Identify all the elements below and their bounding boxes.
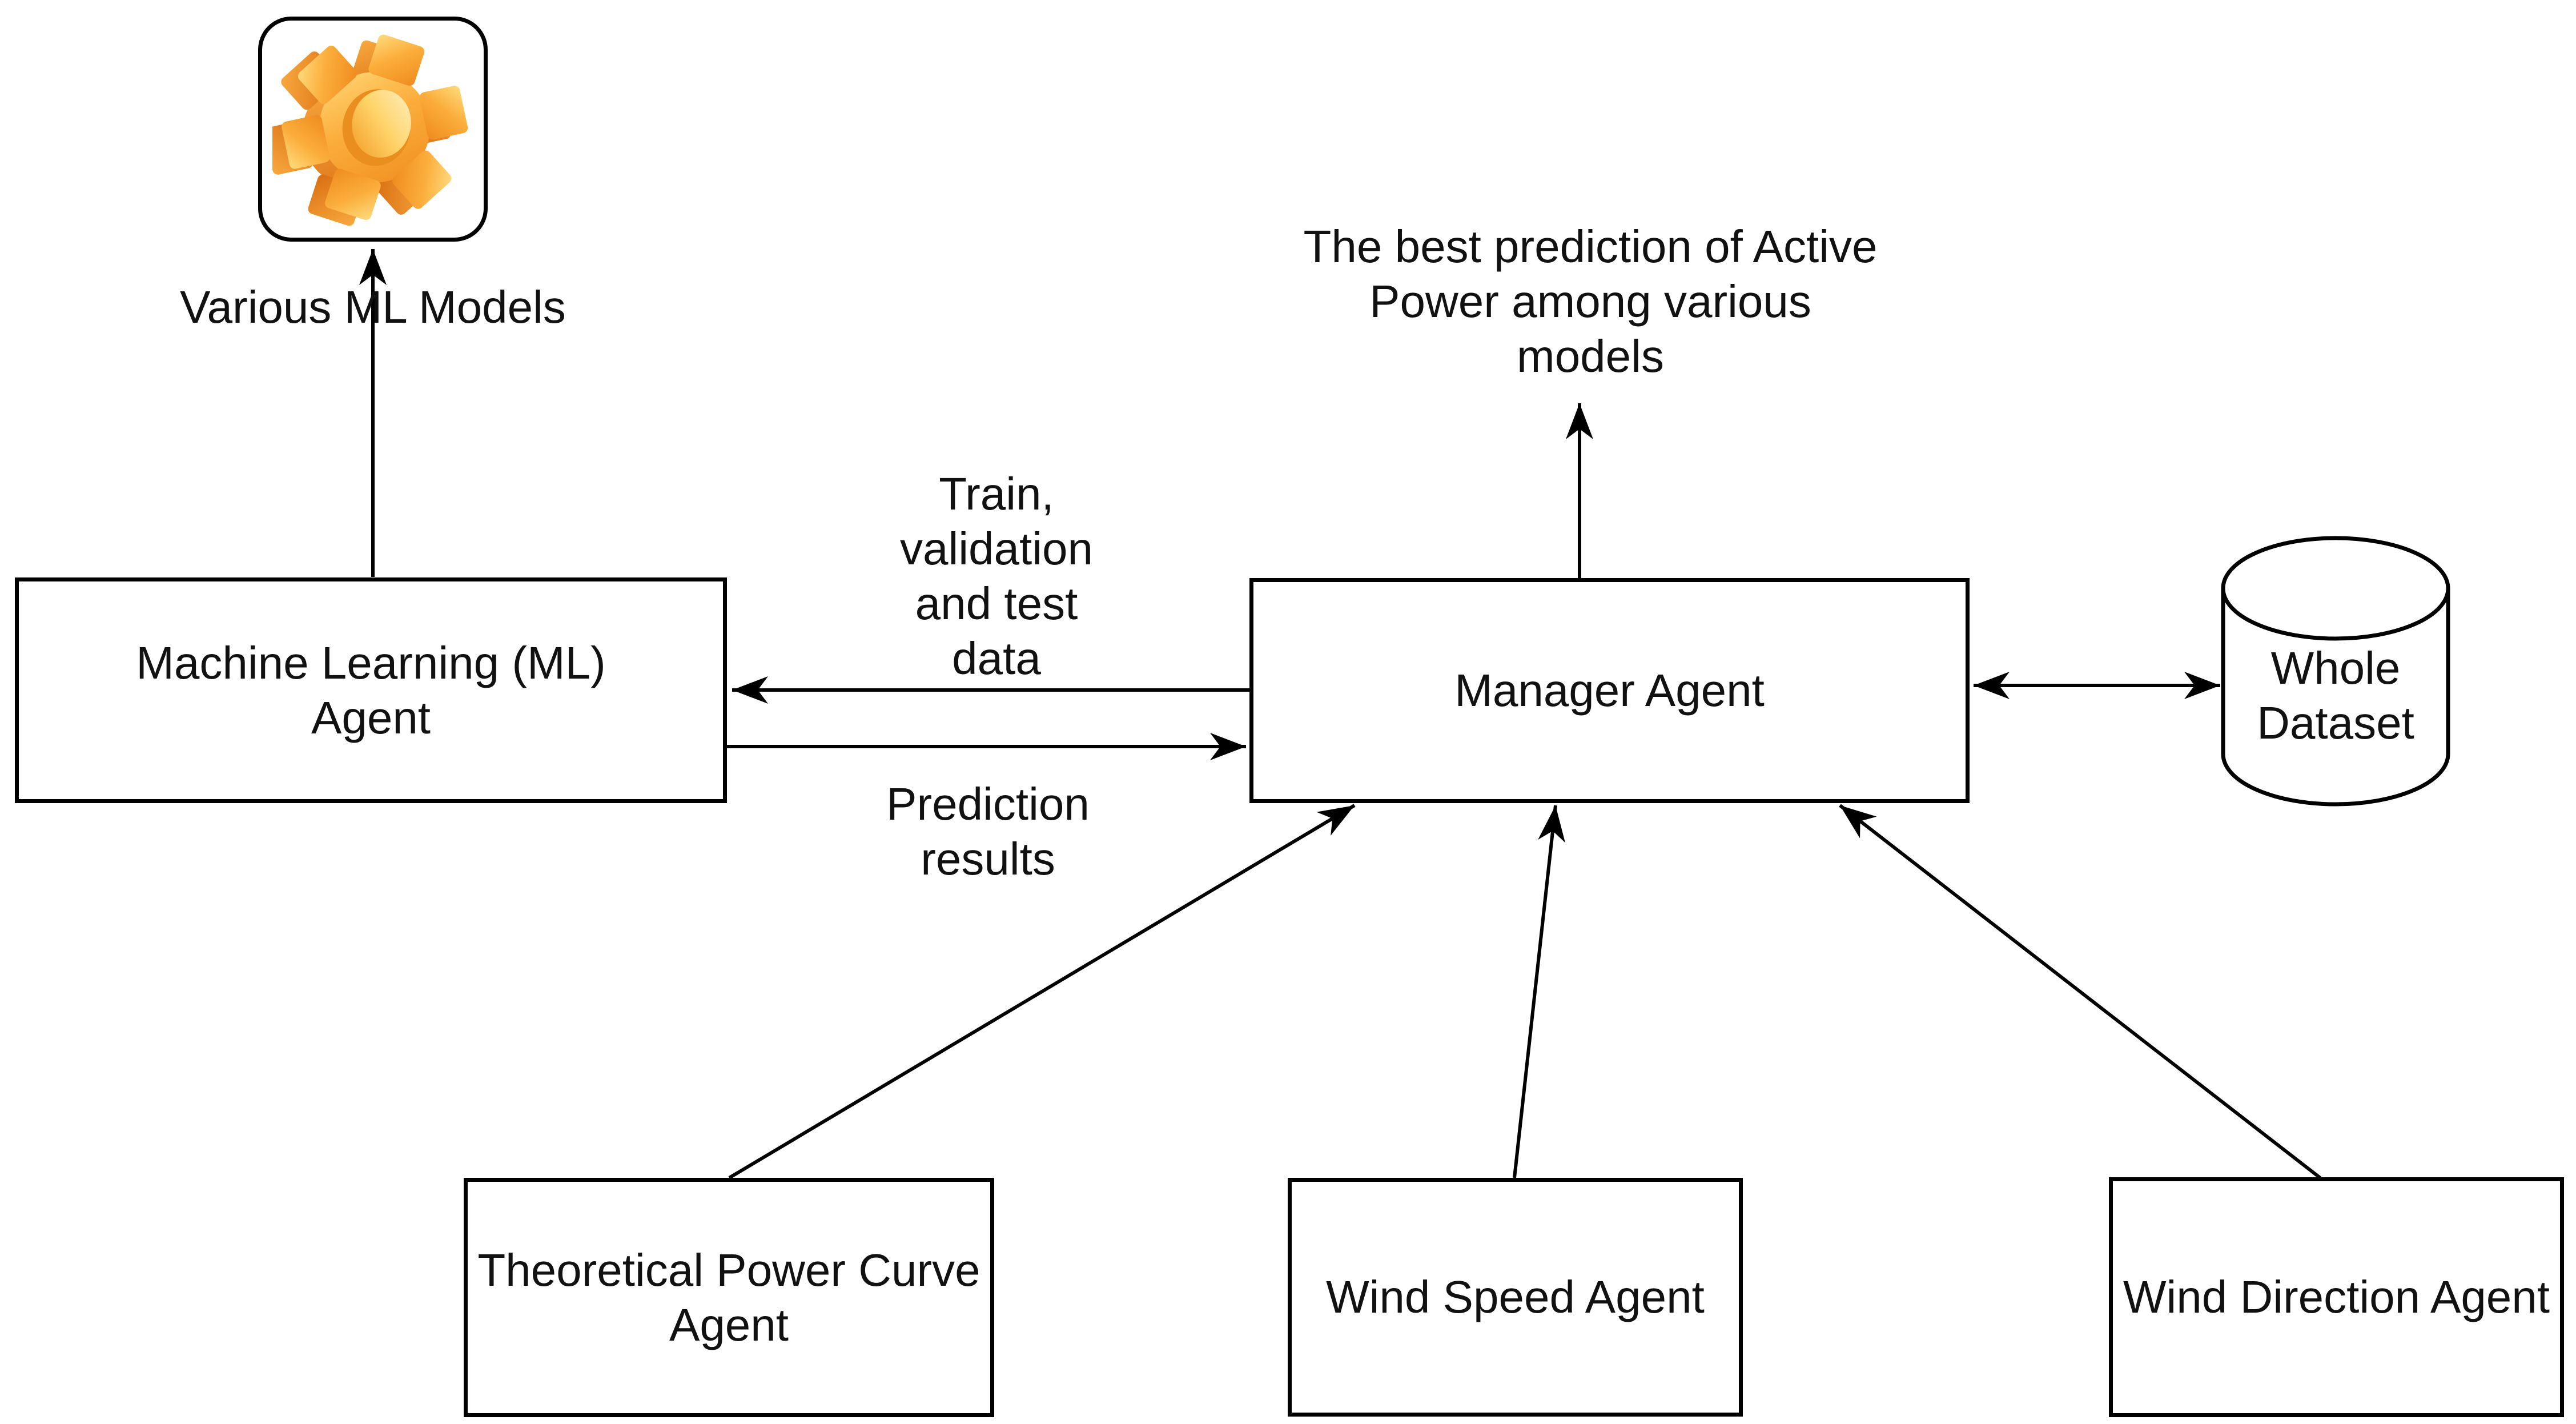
arrow-wind-speed-agent-to-manager <box>1513 805 1565 1178</box>
wind-speed-agent-label: Wind Speed Agent <box>1326 1271 1705 1322</box>
gear-icon <box>272 34 468 226</box>
node-wind-direction-agent: Wind Direction Agent <box>2109 1177 2564 1417</box>
arrow-wind-direction-agent-to-manager <box>1839 804 2321 1180</box>
node-theoretical-power-curve-agent: Theoretical Power Curve Agent <box>464 1178 994 1417</box>
prediction-results-label: Prediction results <box>886 779 1090 884</box>
ml-models-icon-box <box>258 17 488 242</box>
wind-direction-agent-label: Wind Direction Agent <box>2123 1271 2550 1322</box>
theoretical-power-curve-agent-label: Theoretical Power Curve Agent <box>477 1244 980 1350</box>
node-wind-speed-agent: Wind Speed Agent <box>1288 1178 1743 1417</box>
best-prediction-output-label: The best prediction of Active Power amon… <box>1303 221 1878 382</box>
node-manager-agent: Manager Agent <box>1249 578 1970 803</box>
whole-dataset-label: Whole Dataset <box>2257 643 2414 748</box>
node-ml-agent: Machine Learning (ML) Agent <box>15 577 727 803</box>
arrow-tpc-agent-to-manager <box>728 804 1356 1180</box>
train-validation-test-data-label: Train, validation and test data <box>899 468 1093 684</box>
manager-agent-label: Manager Agent <box>1454 665 1765 716</box>
various-ml-models-caption: Various ML Models <box>180 282 566 332</box>
ml-agent-label: Machine Learning (ML) Agent <box>136 637 606 743</box>
whole-dataset-cylinder <box>2221 536 2450 807</box>
